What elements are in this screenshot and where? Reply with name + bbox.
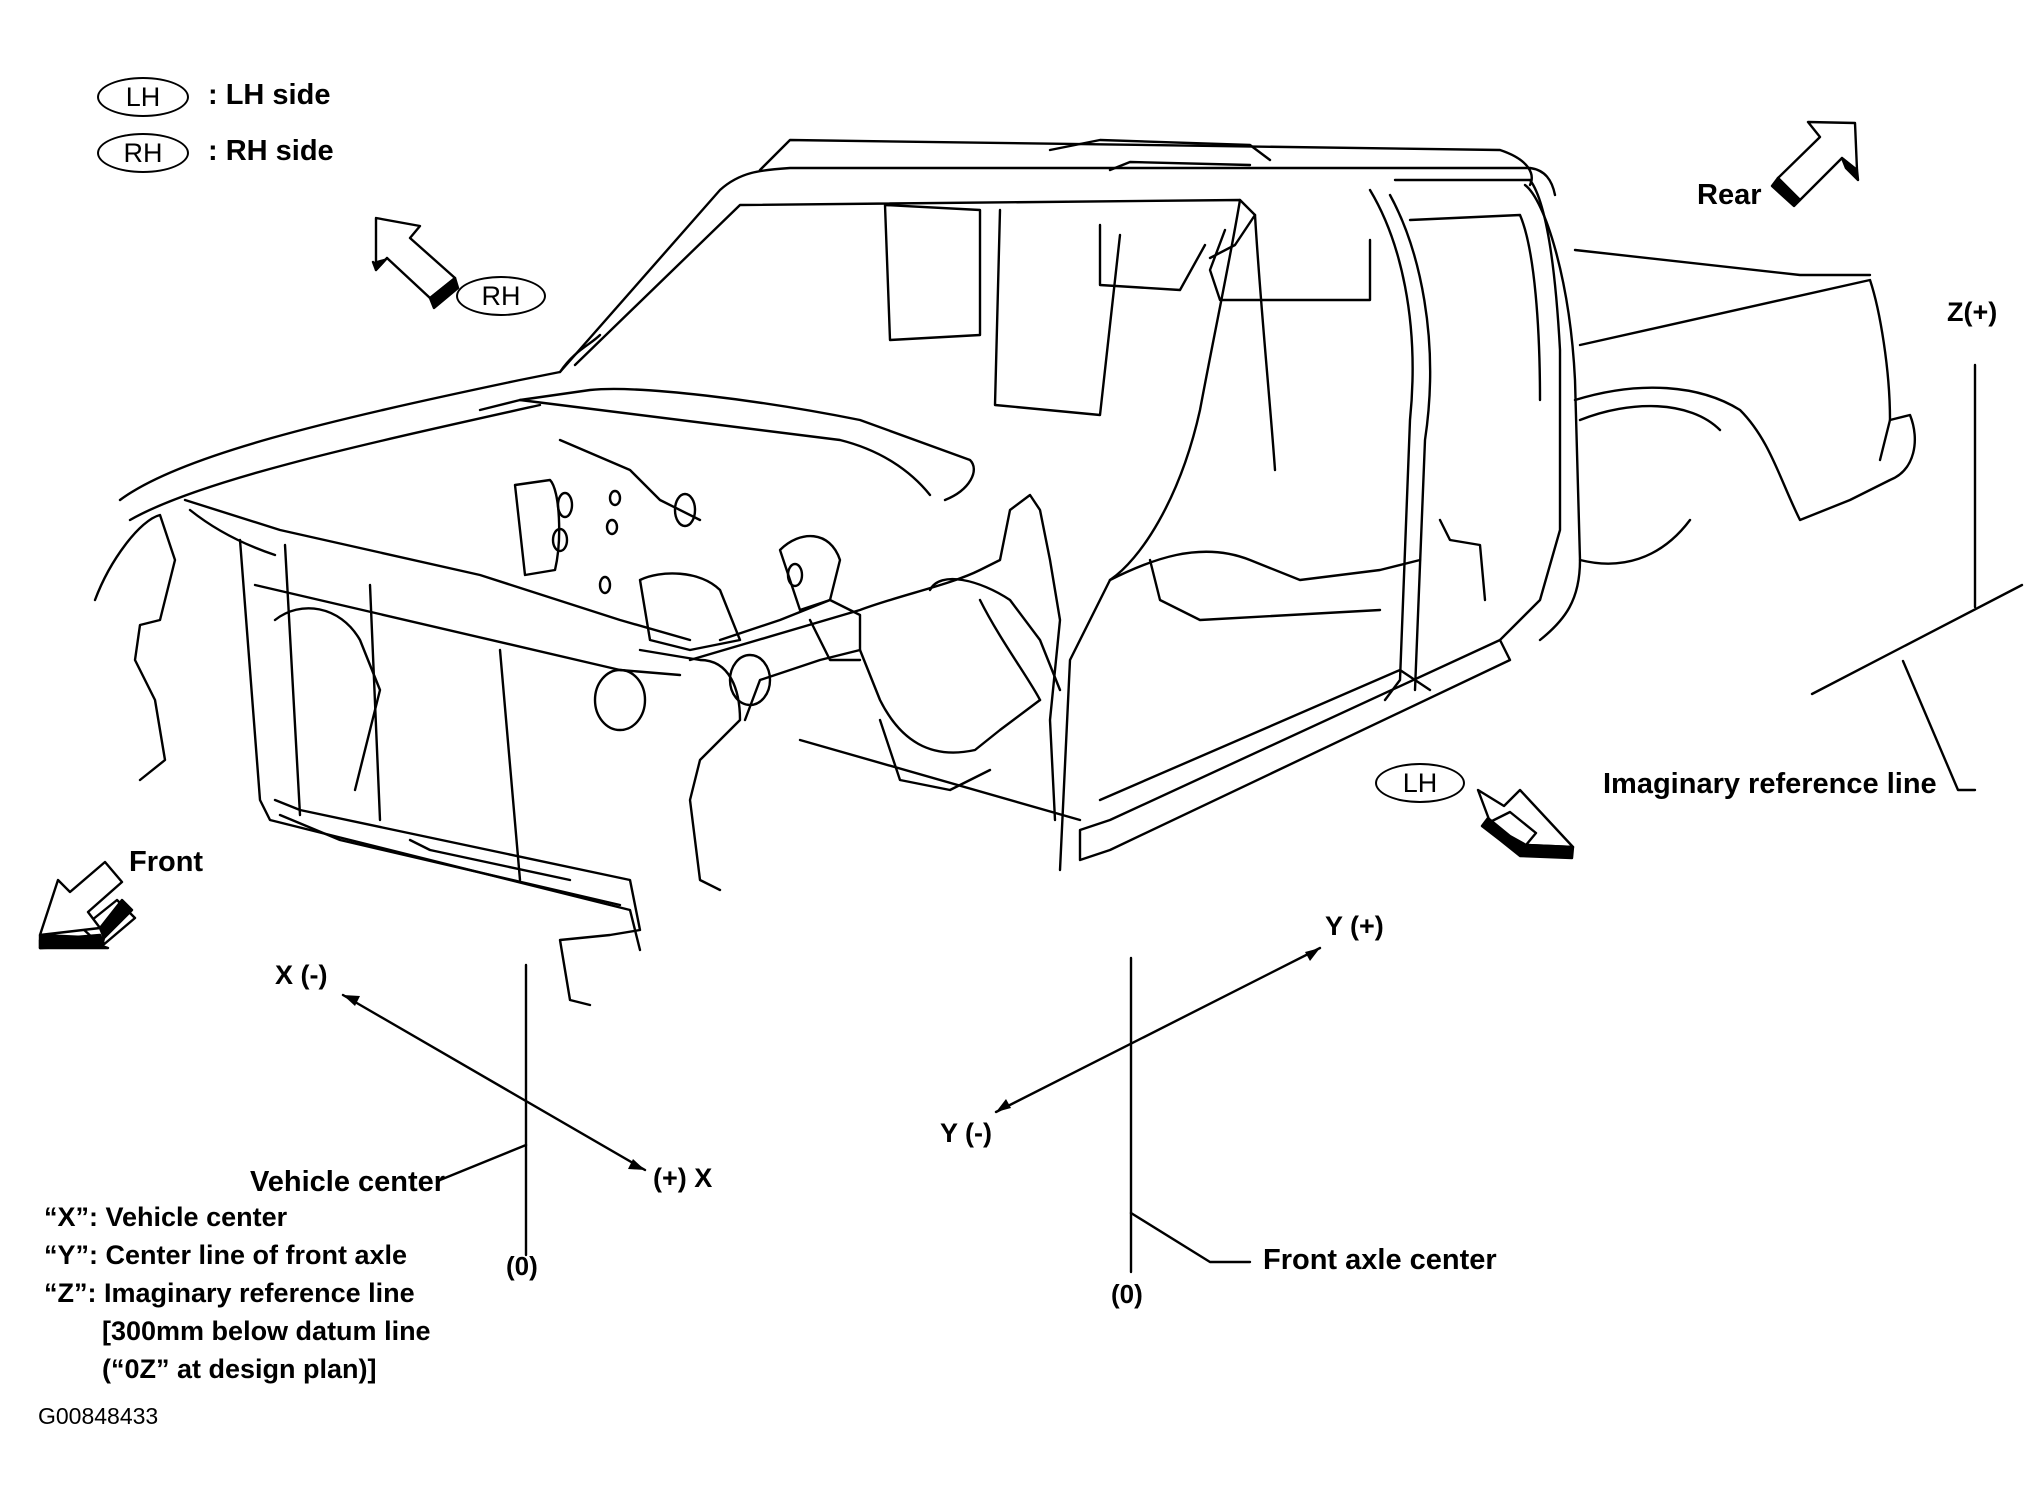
note-z-detail-2: (“0Z” at design plan)] [102, 1354, 377, 1384]
rh-direction-arrow [371, 216, 460, 310]
axis-lines [341, 363, 2024, 1274]
truck-body-outline [93, 138, 1917, 1007]
figure-id: G00848433 [38, 1403, 159, 1429]
lh-arrow-badge: LH [1375, 763, 1465, 803]
rear-label: Rear [1697, 179, 1762, 211]
z-plus-label: Z(+) [1947, 297, 1998, 327]
x-plus-arrowhead [628, 1159, 645, 1170]
x-zero-label: (0) [506, 1251, 538, 1281]
legend-rh-text: : RH side [208, 135, 334, 167]
imaginary-reference-leader [1901, 659, 1977, 792]
front-label: Front [129, 846, 204, 878]
vehicle-center-label: Vehicle center [250, 1166, 446, 1198]
y-minus-arrowhead [996, 1099, 1011, 1112]
note-y: “Y”: Center line of front axle [44, 1240, 408, 1270]
legend-lh-text: : LH side [208, 79, 331, 111]
y-axis-line [994, 946, 1322, 1114]
note-z: “Z”: Imaginary reference line [44, 1278, 415, 1308]
rear-direction-arrow [1770, 120, 1860, 208]
x-minus-arrowhead [343, 995, 360, 1006]
vehicle-center-leader [438, 1143, 528, 1182]
front-axle-center-label: Front axle center [1263, 1244, 1497, 1276]
y-zero-label: (0) [1111, 1279, 1143, 1309]
lh-direction-arrow [1476, 788, 1575, 860]
legend-lh-badge: LH [97, 77, 189, 117]
front-axle-leader [1129, 1211, 1252, 1264]
x-minus-label: X (-) [275, 960, 328, 990]
y-plus-arrowhead [1305, 948, 1320, 961]
x-axis-line [341, 993, 647, 1172]
x-plus-label: (+) X [653, 1163, 713, 1193]
y-minus-label: Y (-) [940, 1118, 992, 1148]
note-x: “X”: Vehicle center [44, 1202, 288, 1232]
front-direction-arrow [38, 860, 137, 950]
rh-arrow-badge: RH [456, 276, 546, 316]
imaginary-reference-label: Imaginary reference line [1603, 768, 1937, 800]
legend-rh-badge: RH [97, 133, 189, 173]
imaginary-reference-line [1810, 583, 2024, 696]
note-z-detail-1: [300mm below datum line [102, 1316, 431, 1346]
y-plus-label: Y (+) [1325, 911, 1384, 941]
